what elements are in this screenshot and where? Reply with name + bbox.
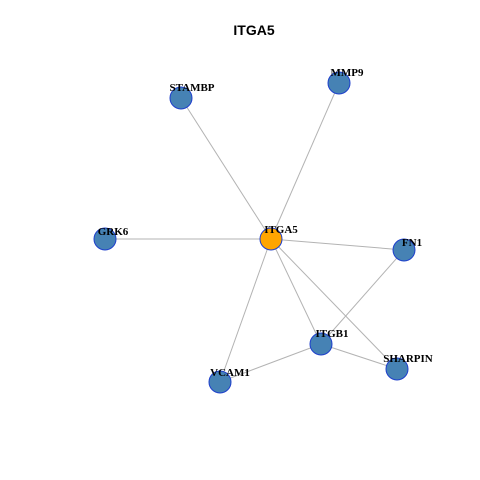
node-circle-sharpin [385,357,409,381]
edge-itgb1-sharpin [320,343,398,370]
node-itgb1: ITGB1 [309,328,349,356]
edge-itga5-mmp9 [270,82,340,240]
node-circle-itga5 [259,227,283,251]
node-label-fn1: FN1 [402,237,422,249]
node-fn1: FN1 [392,237,422,262]
edge-itga5-itgb1 [270,238,322,345]
edge-itga5-vcam1 [219,238,272,383]
node-label-grk6: GRK6 [98,226,129,238]
edge-itgb1-vcam1 [219,343,322,383]
edge-itga5-sharpin [270,238,398,370]
edge-itga5-fn1 [270,238,405,251]
edge-fn1-itgb1 [320,249,405,345]
node-label-itga5: ITGA5 [264,224,298,236]
node-sharpin: SHARPIN [383,353,433,381]
node-itga5: ITGA5 [259,224,298,251]
edge-itga5-stambp [180,97,272,240]
node-label-mmp9: MMP9 [331,67,364,79]
node-circle-stambp [169,86,193,110]
node-label-sharpin: SHARPIN [383,353,433,365]
node-circle-itgb1 [309,332,333,356]
diagram-title: ITGA5 [233,22,274,38]
node-grk6: GRK6 [93,226,129,251]
node-stambp: STAMBP [169,82,215,110]
node-label-itgb1: ITGB1 [315,328,348,340]
node-label-vcam1: VCAM1 [210,367,250,379]
node-circle-mmp9 [327,71,351,95]
edge-layer [105,82,405,383]
node-vcam1: VCAM1 [208,367,250,394]
node-circle-fn1 [392,238,416,262]
node-circle-vcam1 [208,370,232,394]
node-mmp9: MMP9 [327,67,364,95]
node-circle-grk6 [93,227,117,251]
node-label-stambp: STAMBP [169,82,214,94]
